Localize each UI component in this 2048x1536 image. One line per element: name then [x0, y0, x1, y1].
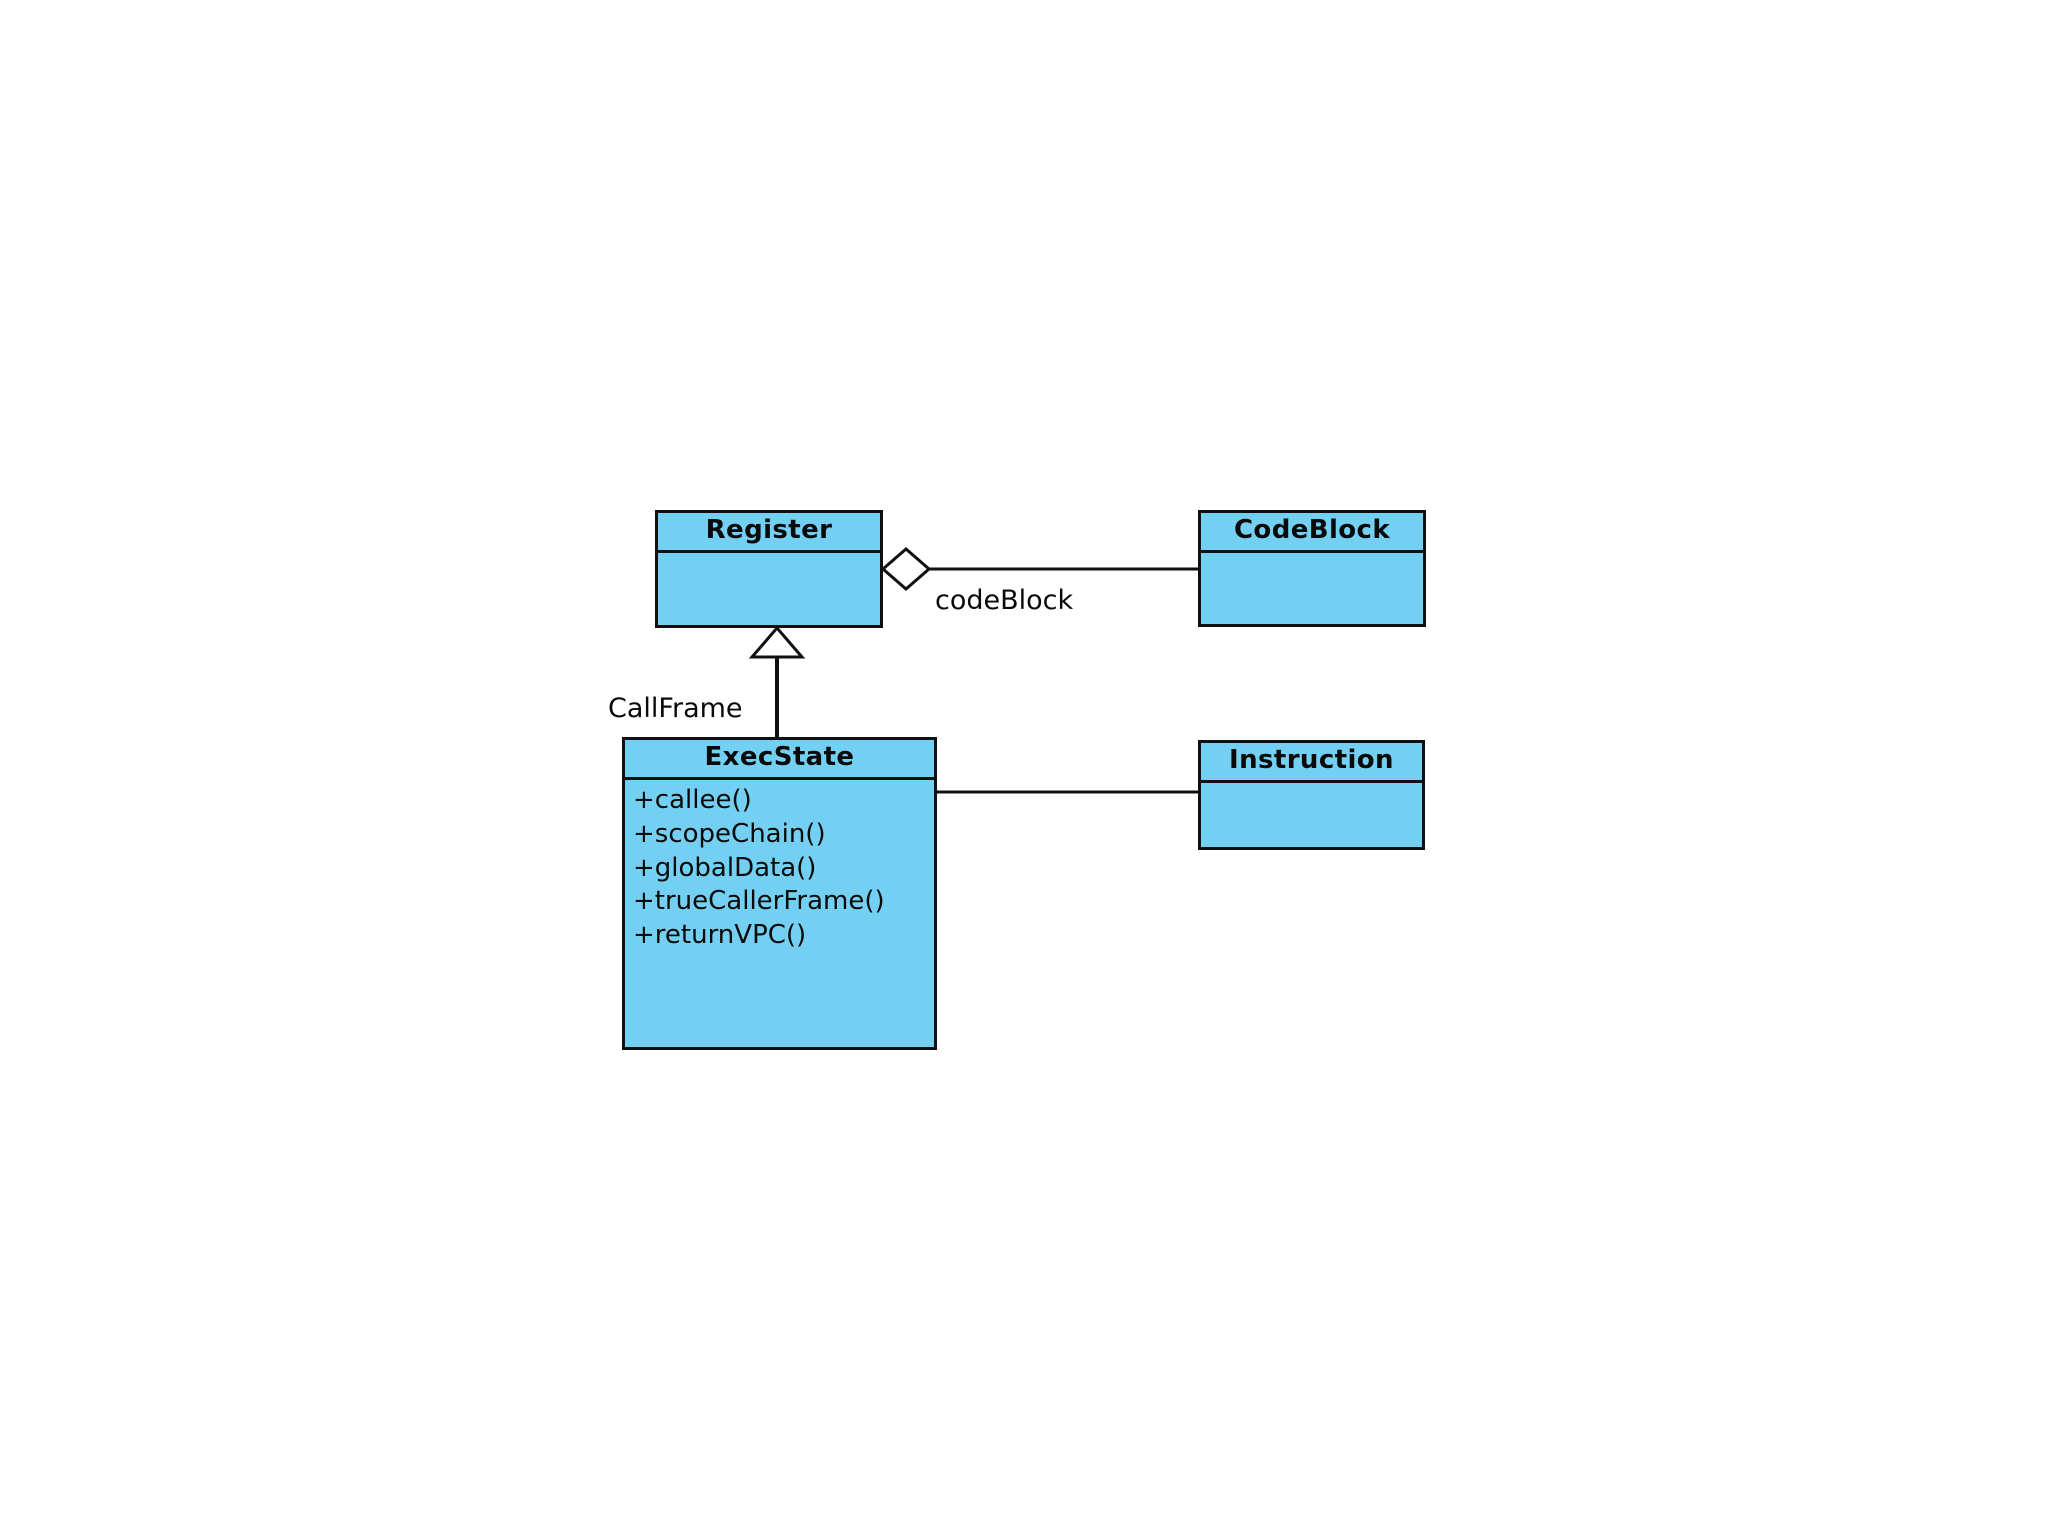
uml-members-compartment-register [658, 553, 880, 625]
uml-class-register[interactable]: Register [655, 510, 883, 628]
uml-class-instruction[interactable]: Instruction [1198, 740, 1425, 850]
edge-label-register-codeblock: codeBlock [935, 585, 1074, 616]
edge-register-codeblock [880, 547, 1198, 591]
uml-class-name-instruction: Instruction [1201, 743, 1422, 783]
uml-members-compartment-codeblock [1201, 553, 1423, 624]
uml-class-name-execstate: ExecState [625, 740, 934, 780]
edge-label-execstate-register: CallFrame [608, 693, 743, 724]
edge-execstate-register [748, 625, 806, 737]
uml-member: +globalData() [633, 852, 817, 883]
uml-member: +scopeChain() [633, 818, 826, 849]
generalization-triangle-icon [748, 625, 806, 659]
uml-class-execstate[interactable]: ExecState+callee()+scopeChain()+globalDa… [622, 737, 937, 1050]
uml-member: +callee() [633, 785, 752, 815]
uml-class-name-register: Register [658, 513, 880, 553]
aggregation-diamond-icon [880, 547, 932, 591]
uml-member: +returnVPC() [633, 920, 807, 951]
uml-class-name-codeblock: CodeBlock [1201, 513, 1423, 553]
uml-member: +trueCallerFrame() [633, 886, 885, 917]
uml-class-codeblock[interactable]: CodeBlock [1198, 510, 1426, 627]
uml-members-compartment-execstate: +callee()+scopeChain()+globalData()+true… [625, 780, 934, 1047]
uml-members-compartment-instruction [1201, 783, 1422, 847]
